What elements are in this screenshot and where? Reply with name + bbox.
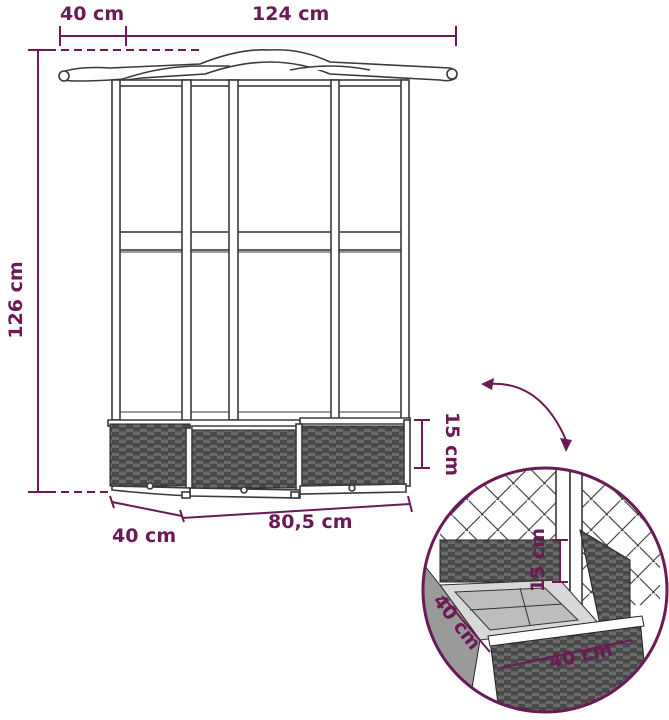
inset-detail xyxy=(421,466,669,714)
rotate-arrow-icon xyxy=(481,378,572,452)
dim-bottom-width: 80,5 cm xyxy=(268,511,353,533)
inset-dim-height: 15 cm xyxy=(527,528,549,592)
trellis-planter xyxy=(58,48,458,499)
dim-top-depth: 40 cm xyxy=(60,3,124,25)
dim-bottom-depth: 40 cm xyxy=(112,525,176,547)
dim-total-height: 126 cm xyxy=(5,261,27,338)
dim-top-width: 124 cm xyxy=(252,3,329,25)
dim-planter-height: 15 cm xyxy=(441,412,463,476)
dimension-lines xyxy=(28,26,457,523)
